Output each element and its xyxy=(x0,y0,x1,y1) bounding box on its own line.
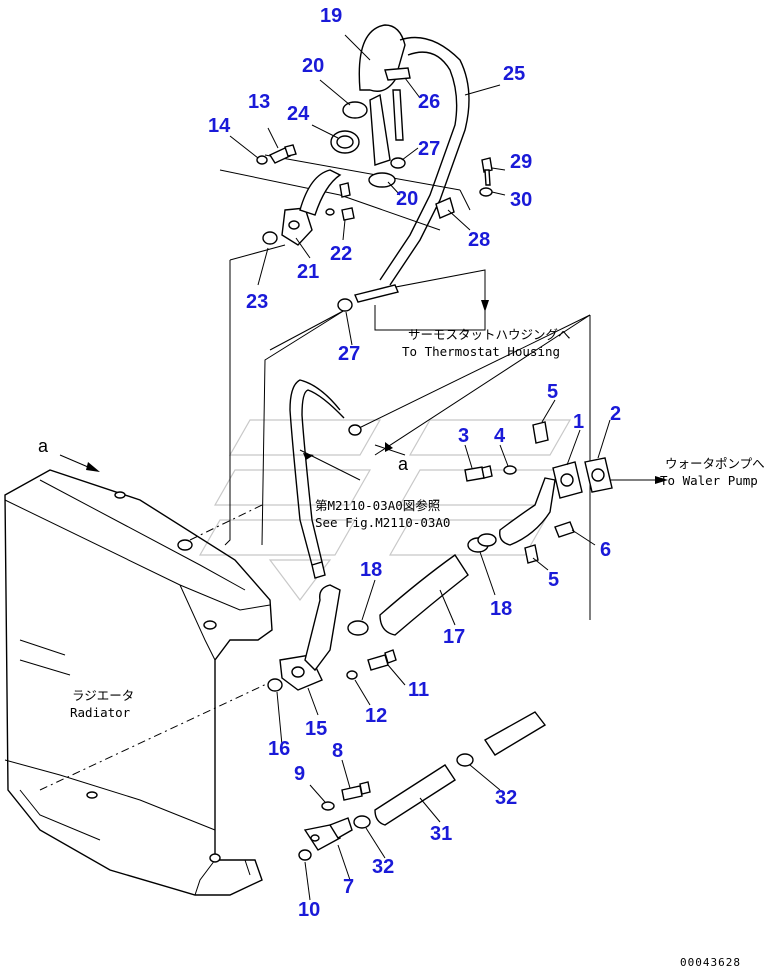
note-figref-jp: 第M2110-03A0図参照 xyxy=(315,498,440,513)
bolt-11 xyxy=(367,649,397,671)
callout-1: 1 xyxy=(573,411,584,433)
pipe-upper-to-thermostat xyxy=(337,284,399,312)
washer-4 xyxy=(503,465,517,475)
callout-13: 13 xyxy=(248,91,270,113)
callout-14: 14 xyxy=(208,115,231,137)
callout-6: 6 xyxy=(600,539,611,561)
callout-10: 10 xyxy=(298,899,320,921)
bolt-3 xyxy=(464,465,493,482)
callout-24: 24 xyxy=(287,103,310,125)
bolt-8 xyxy=(341,781,371,801)
callout-25: 25 xyxy=(503,63,525,85)
washer-12 xyxy=(346,670,358,680)
callout-21: 21 xyxy=(297,261,319,283)
washer-9 xyxy=(321,801,335,811)
callout-numbers: 19 20 24 13 14 26 25 27 29 20 30 28 22 2… xyxy=(208,5,621,921)
note-thermostat-jp: サーモスタットハウジングへ xyxy=(408,327,571,342)
leader-lines xyxy=(39,154,668,791)
callout-5b: 5 xyxy=(548,569,559,591)
clamp-32 xyxy=(353,753,474,829)
hose-31 xyxy=(374,764,456,826)
note-figref-en: See Fig.M2110-03A0 xyxy=(315,515,450,530)
callout-20b: 20 xyxy=(396,188,418,210)
note-waterpump-jp: ウォータポンプへ xyxy=(665,456,765,471)
flange-1-outlet xyxy=(477,533,497,547)
callout-32: 32 xyxy=(495,787,517,809)
callout-29: 29 xyxy=(510,151,532,173)
callout-30: 30 xyxy=(510,189,532,211)
callout-5: 5 xyxy=(547,381,558,403)
bolt-29 xyxy=(481,157,493,186)
nut-27-upper xyxy=(390,157,406,169)
clamp-20 xyxy=(342,101,396,188)
gasket-10 xyxy=(298,849,312,861)
callout-15: 15 xyxy=(305,718,327,740)
callout-18: 18 xyxy=(360,559,382,581)
elbow-15 xyxy=(279,584,341,691)
middle-pipe xyxy=(289,379,362,579)
callout-9: 9 xyxy=(294,763,305,785)
hose-17 xyxy=(379,554,469,636)
callout-17: 17 xyxy=(443,626,465,648)
gasket-23 xyxy=(262,231,278,245)
callout-8: 8 xyxy=(332,740,343,762)
callout-3: 3 xyxy=(458,425,469,447)
callout-16: 16 xyxy=(268,738,290,760)
callout-27: 27 xyxy=(418,138,440,160)
note-thermostat-en: To Thermostat Housing xyxy=(402,344,560,359)
callout-4: 4 xyxy=(494,425,506,447)
callout-26: 26 xyxy=(418,91,440,113)
callout-23: 23 xyxy=(246,291,268,313)
flange-1 xyxy=(499,461,583,546)
ref-letter-a-center: a xyxy=(398,454,409,474)
callout-20: 20 xyxy=(302,55,324,77)
callout-32b: 32 xyxy=(372,856,394,878)
callout-12: 12 xyxy=(365,705,387,727)
washer-14 xyxy=(256,155,268,165)
gasket-16 xyxy=(267,678,283,692)
note-waterpump-en: To Waler Pump xyxy=(660,473,758,488)
elbow-7 xyxy=(303,817,353,851)
bolt-13 xyxy=(268,144,297,164)
callout-31: 31 xyxy=(430,823,452,845)
callout-11: 11 xyxy=(408,679,429,701)
gasket-2 xyxy=(584,457,613,493)
callout-22: 22 xyxy=(330,243,352,265)
callout-7: 7 xyxy=(343,876,354,898)
callout-18b: 18 xyxy=(490,598,512,620)
pipe-32-segment xyxy=(483,711,547,756)
washer-30 xyxy=(479,187,493,197)
annotations: サーモスタットハウジングへ To Thermostat Housing ウォータ… xyxy=(38,327,765,969)
plug-5 xyxy=(524,421,549,564)
clamp-24 xyxy=(330,130,360,154)
upper-hose-19 xyxy=(358,24,470,286)
callout-28: 28 xyxy=(468,229,490,251)
note-radiator-en: Radiator xyxy=(70,705,131,720)
callout-19: 19 xyxy=(320,5,342,27)
radiator xyxy=(4,469,273,896)
note-radiator-jp: ラジエータ xyxy=(72,688,134,703)
pipe-21 xyxy=(281,169,342,246)
callout-leaders xyxy=(229,34,611,901)
callout-27b: 27 xyxy=(338,343,360,365)
drawing-code: 00043628 xyxy=(680,956,741,969)
clip-28 xyxy=(435,197,455,219)
connector-22 xyxy=(325,182,355,221)
clip-26 xyxy=(384,67,411,141)
nipple-6 xyxy=(554,521,575,538)
ref-letter-a-left: a xyxy=(38,436,49,456)
callout-2: 2 xyxy=(610,403,621,425)
